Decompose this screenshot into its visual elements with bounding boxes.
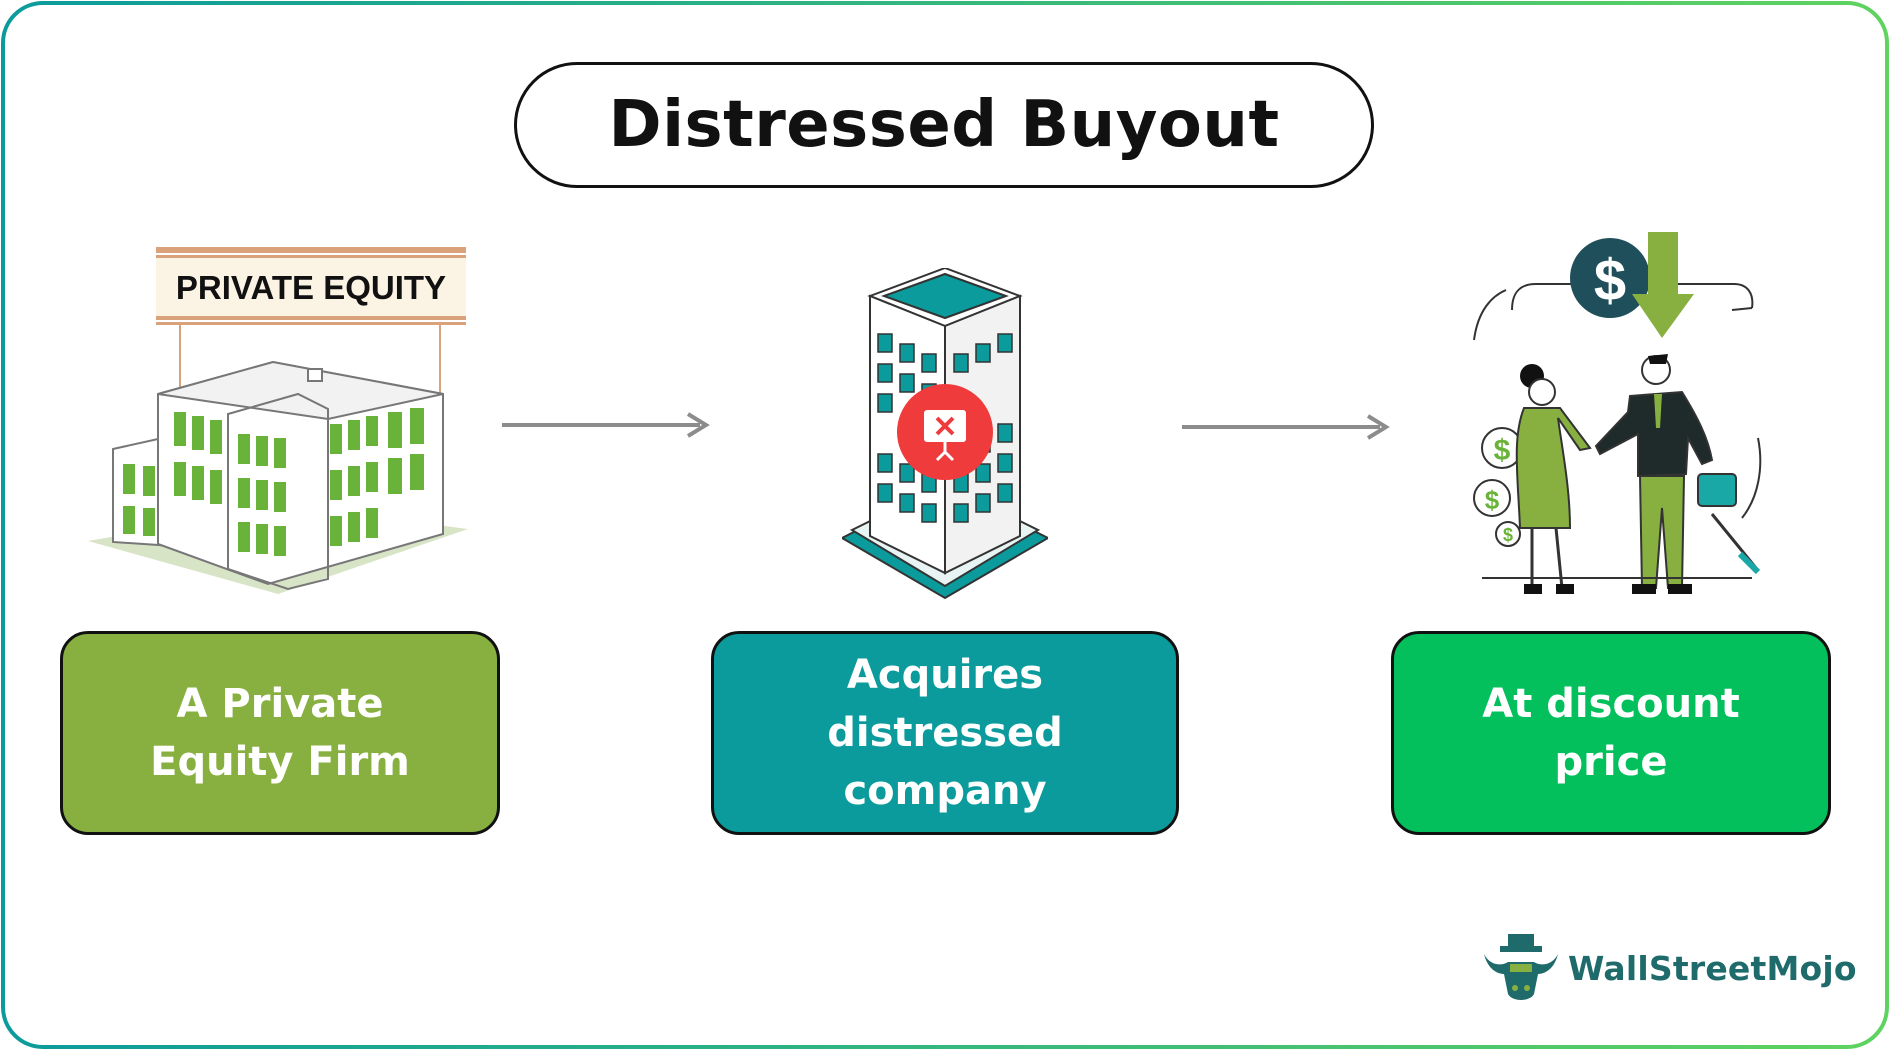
step-1-label: A Private Equity Firm: [150, 675, 410, 791]
step-1-box: A Private Equity Firm: [60, 631, 500, 835]
dollar-label: $: [1594, 248, 1626, 313]
coin-dollar-label: $: [1494, 434, 1511, 467]
distressed-company-building-icon: [842, 268, 1048, 600]
flow-arrow-2: [1182, 414, 1390, 440]
flow-arrow-1: [502, 412, 710, 438]
step-1-line-2: Equity Firm: [150, 739, 410, 785]
coin-dollar-label: $: [1485, 485, 1500, 515]
step-2-label: Acquires distressed company: [744, 646, 1146, 820]
coin-dollar-label: $: [1503, 525, 1513, 545]
private-equity-building-icon: PRIVATE EQUITY: [88, 247, 468, 594]
step-2-line-1: Acquires distressed: [827, 652, 1063, 756]
sign-label: PRIVATE EQUITY: [176, 269, 446, 306]
step-3-line-2: price: [1554, 739, 1668, 785]
step-3-label: At discount price: [1482, 675, 1739, 791]
step-3-line-1: At discount: [1482, 681, 1740, 727]
step-3-box: At discount price: [1391, 631, 1831, 835]
brand-logo: WallStreetMojo: [1480, 932, 1857, 1004]
step-2-box: Acquires distressed company: [711, 631, 1179, 835]
step-1-line-1: A Private: [176, 681, 384, 727]
handshake-discount-icon: $ $ $ $: [1473, 232, 1762, 594]
diagram-title: Distressed Buyout: [514, 62, 1374, 188]
step-2-line-2: company: [843, 768, 1047, 814]
brand-name: WallStreetMojo: [1568, 948, 1857, 988]
bull-mascot-icon: [1484, 934, 1558, 1000]
